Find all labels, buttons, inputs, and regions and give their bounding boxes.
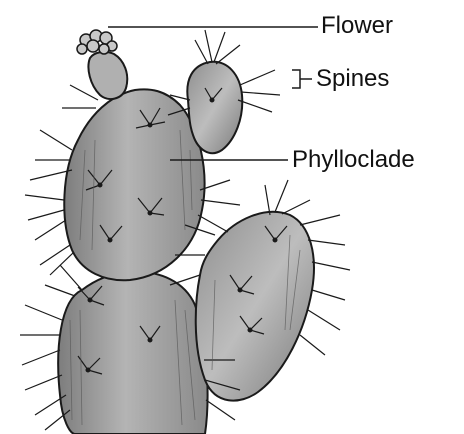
upper-right-pad — [187, 62, 242, 153]
flower-label: Flower — [321, 14, 393, 38]
flower-bud — [88, 52, 127, 99]
right-pad — [196, 212, 314, 401]
main-pad — [64, 89, 204, 280]
spines-label: Spines — [316, 67, 389, 91]
phylloclade-label: Phylloclade — [292, 148, 415, 172]
spines-bracket — [292, 70, 312, 88]
flower — [77, 30, 117, 54]
